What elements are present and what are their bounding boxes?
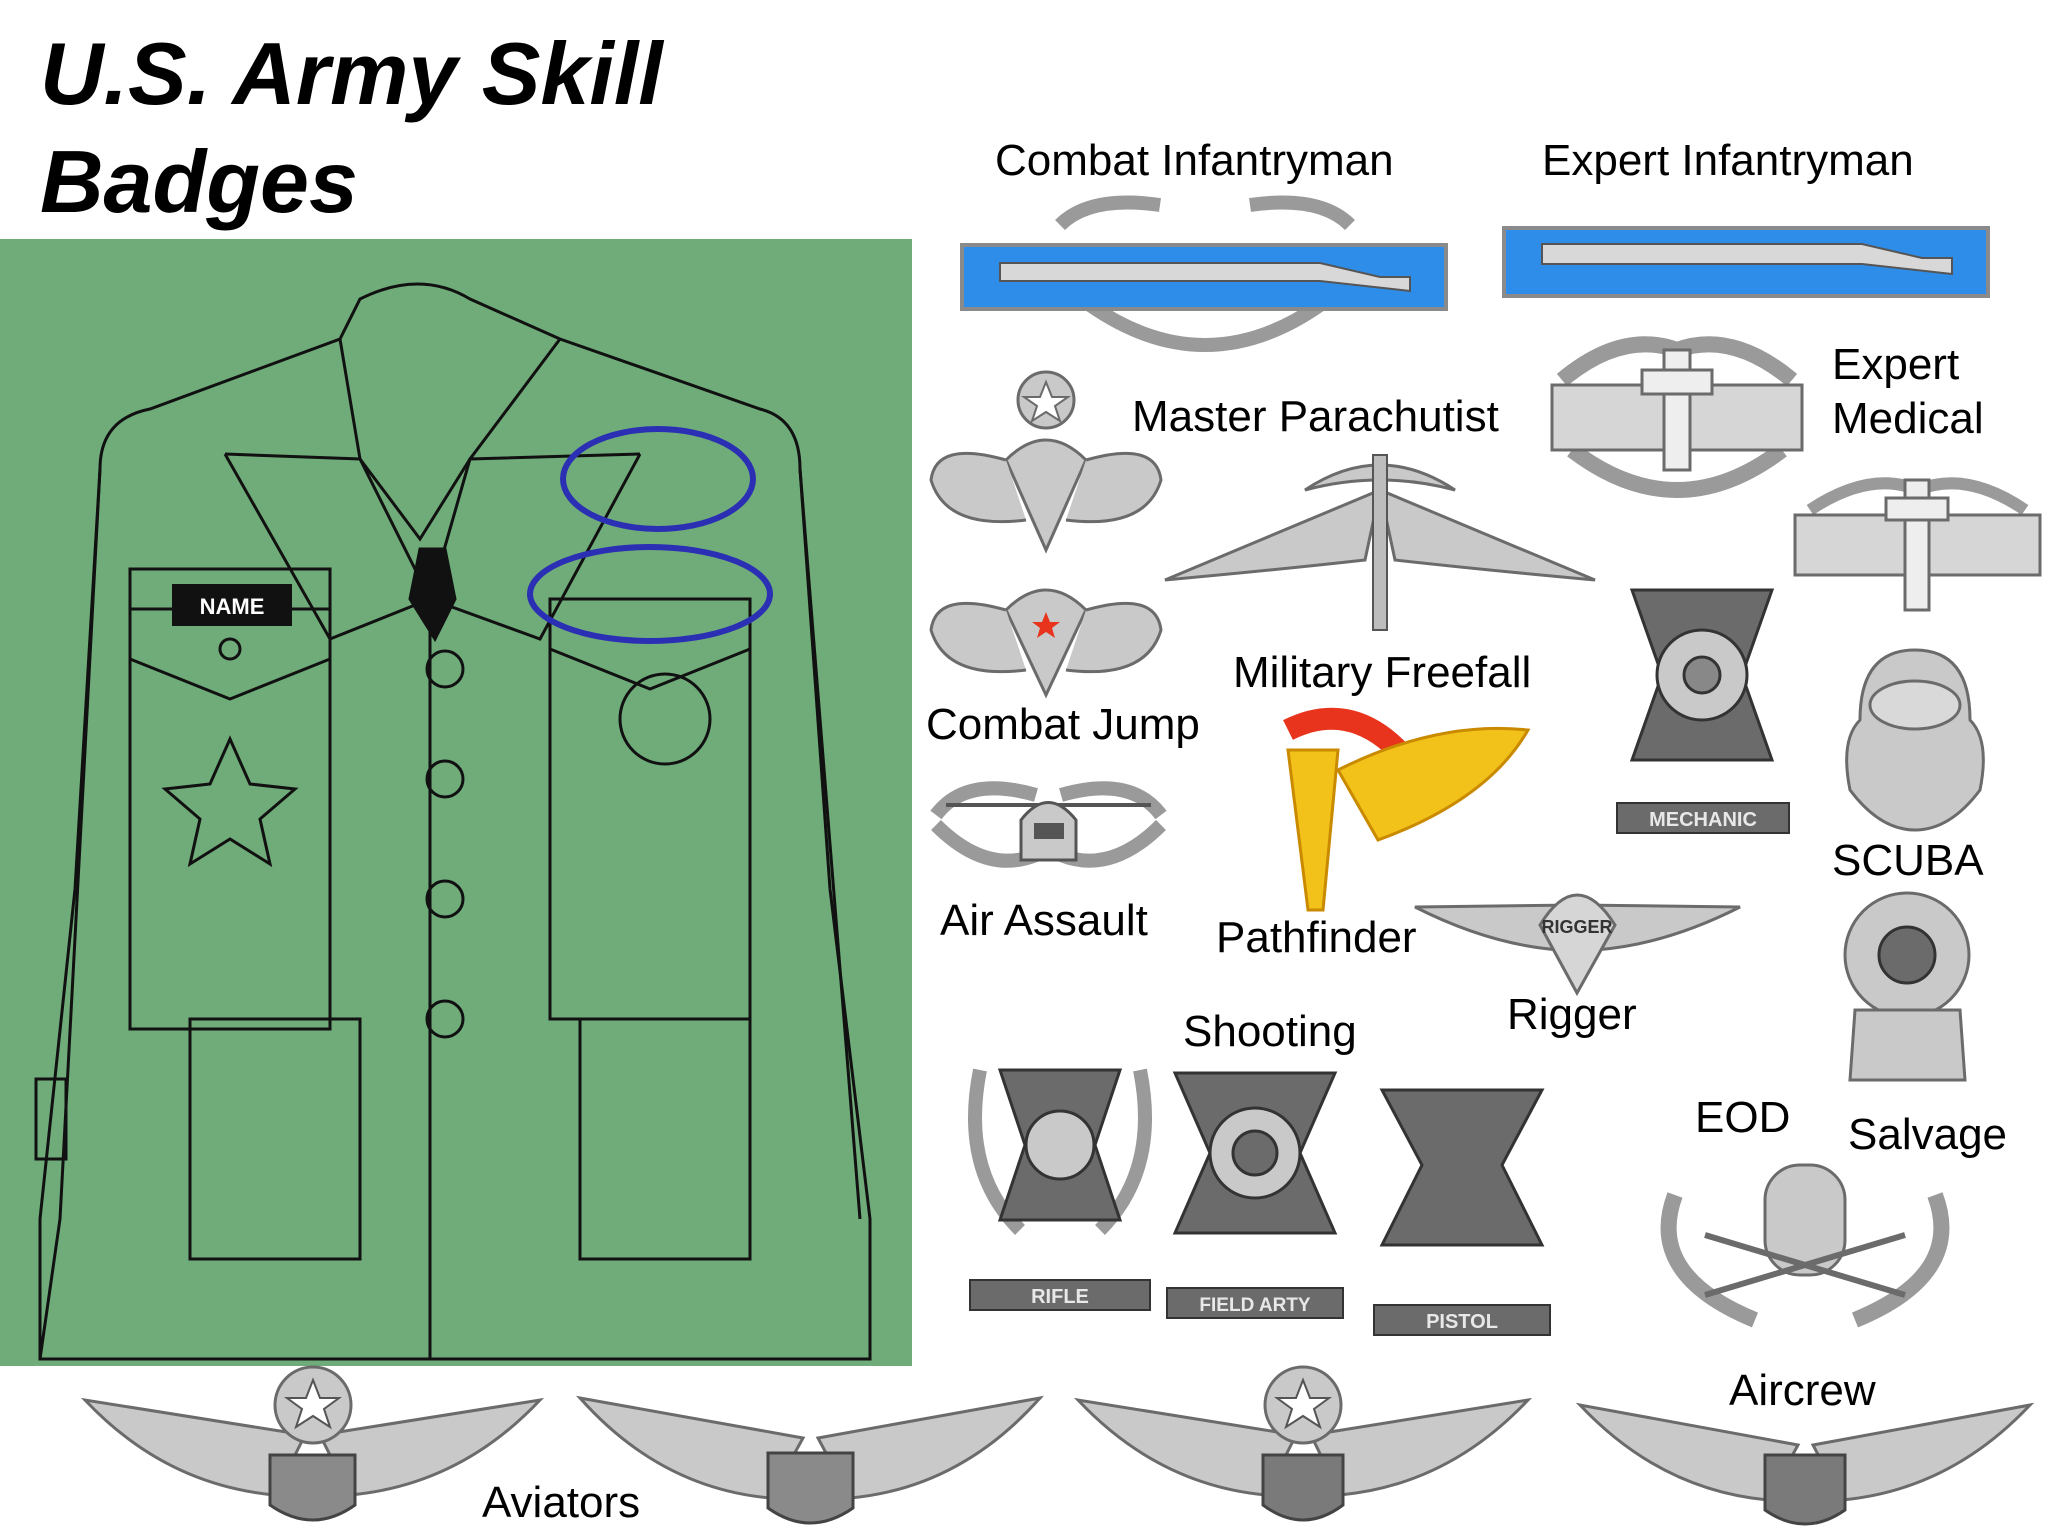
pathfinder-badge <box>1283 707 1531 912</box>
label-expert-medical-line2: Medical <box>1832 394 1984 443</box>
label-eod: EOD <box>1695 1093 1791 1142</box>
page-title: U.S. Army Skill Badges <box>40 20 663 236</box>
scuba-badge <box>1845 648 1985 832</box>
combat-jump-badge <box>929 588 1163 699</box>
expert-infantryman-badge <box>1502 226 1990 298</box>
rifle-bar-text: RIFLE <box>1031 1286 1089 1308</box>
label-expert-infantryman: Expert Infantryman <box>1542 136 1914 185</box>
label-rigger: Rigger <box>1507 990 1637 1039</box>
expert-medical-badge-small <box>1793 477 2042 612</box>
mechanic-bar-text: MECHANIC <box>1649 809 1757 831</box>
aviator-wings-senior <box>80 1365 545 1522</box>
air-assault-badge <box>930 781 1167 868</box>
label-master-parachutist: Master Parachutist <box>1132 392 1499 441</box>
expert-medical-badge <box>1550 336 1804 498</box>
aviator-wings-basic <box>575 1395 1045 1525</box>
title-line-1: U.S. Army Skill <box>40 24 663 123</box>
label-military-freefall: Military Freefall <box>1233 648 1532 697</box>
field-arty-bar-text: FIELD ARTY <box>1199 1295 1311 1316</box>
rigger-badge-text: RIGGER <box>1541 917 1612 937</box>
label-expert-medical-line1: Expert <box>1832 340 1960 389</box>
title-line-2: Badges <box>40 132 358 231</box>
military-freefall-badge <box>1164 454 1596 631</box>
label-shooting: Shooting <box>1183 1007 1357 1056</box>
label-pathfinder: Pathfinder <box>1216 913 1417 962</box>
jacket-star-insignia <box>161 735 299 868</box>
uniform-jacket-drawing: NAME <box>34 282 872 1361</box>
rigger-badge: RIGGER <box>1414 893 1741 997</box>
aircrew-wings <box>1575 1402 2035 1526</box>
label-air-assault: Air Assault <box>940 896 1148 945</box>
aviator-wings-master <box>1073 1365 1533 1522</box>
highlight-oval-upper <box>560 426 756 532</box>
salvage-badge <box>1843 891 1971 1082</box>
label-salvage: Salvage <box>1848 1110 2008 1159</box>
label-aviators: Aviators <box>482 1478 641 1527</box>
name-tag <box>172 584 292 626</box>
field-arty-badge: FIELD ARTY <box>1166 1071 1344 1319</box>
uniform-jacket-panel: NAME <box>0 239 912 1366</box>
pistol-bar-text: PISTOL <box>1426 1311 1498 1333</box>
master-parachutist-badge <box>929 370 1163 554</box>
label-scuba: SCUBA <box>1832 836 1984 885</box>
label-aircrew: Aircrew <box>1729 1366 1876 1415</box>
rifle-badge: RIFLE <box>968 1068 1152 1311</box>
label-combat-jump: Combat Jump <box>926 700 1200 749</box>
eod-badge <box>1660 1163 1950 1328</box>
jacket-insignia <box>618 672 712 766</box>
highlight-oval-lower <box>527 544 773 644</box>
mechanic-badge: MECHANIC <box>1616 588 1790 834</box>
label-combat-infantryman: Combat Infantryman <box>995 136 1394 185</box>
name-tag-text: NAME <box>200 594 265 619</box>
combat-infantryman-badge <box>960 195 1448 352</box>
pistol-badge: PISTOL <box>1373 1088 1551 1336</box>
